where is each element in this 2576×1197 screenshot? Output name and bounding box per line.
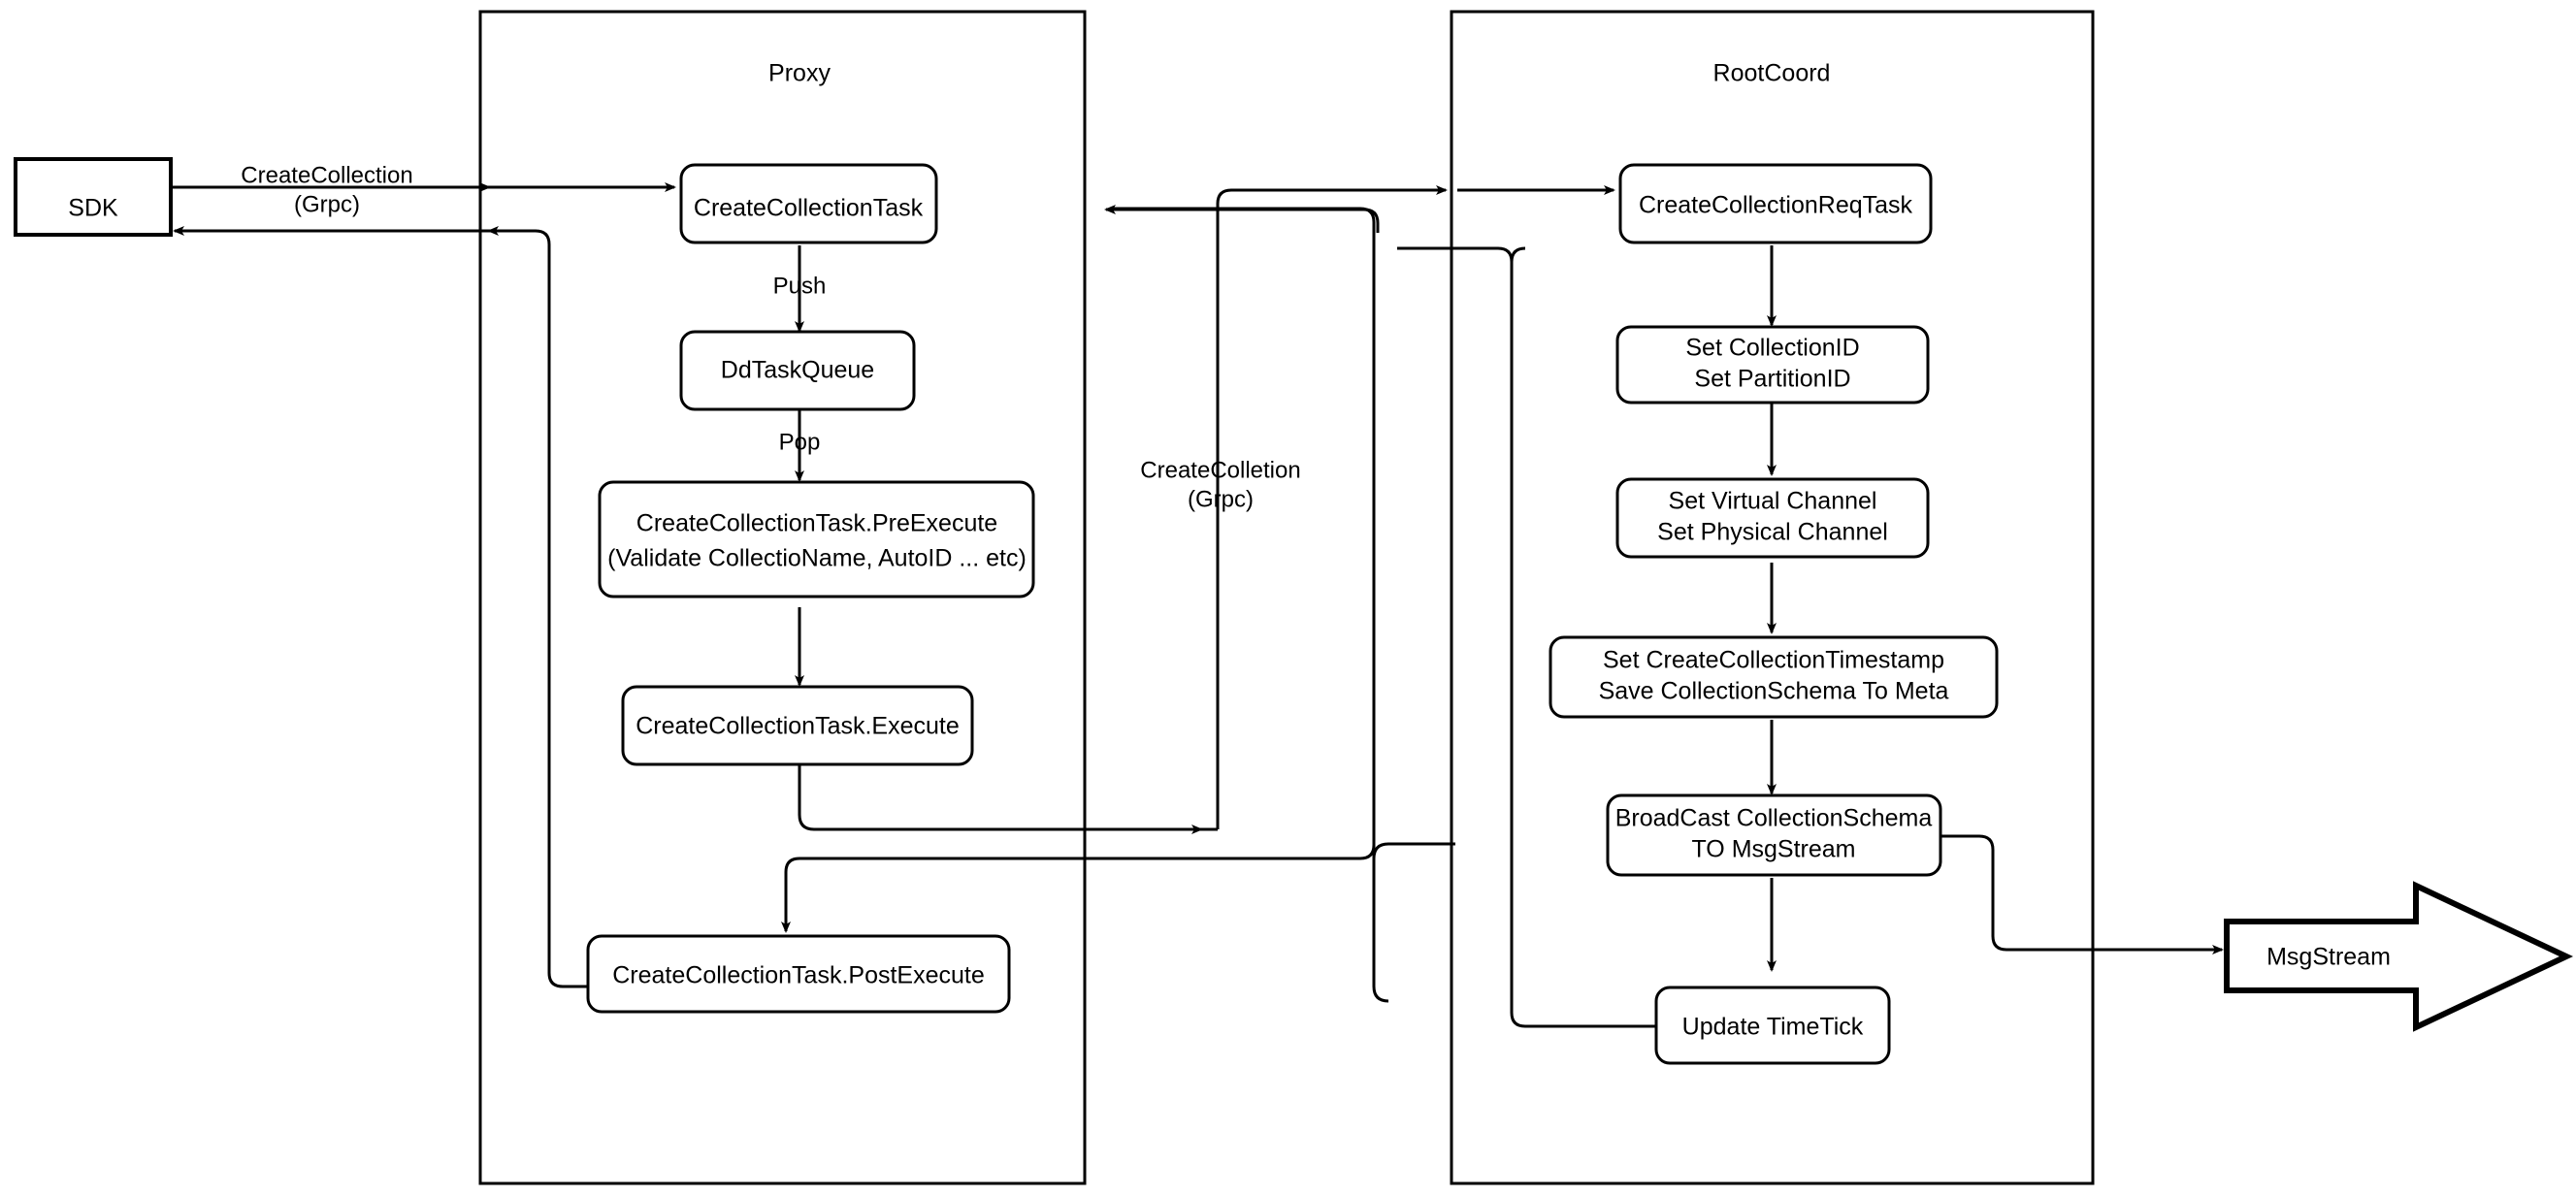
node-pre-execute-label-line2: (Validate CollectioName, AutoID ... etc)	[607, 545, 1027, 572]
edge-return-to-postexecute	[781, 857, 1087, 933]
lane-rootcoord-label: RootCoord	[1713, 60, 1831, 87]
node-pre-execute[interactable]: CreateCollectionTask.PreExecute (Validat…	[598, 480, 1035, 598]
node-update-timetick-box[interactable]	[1654, 986, 1891, 1065]
edge-label-pop: Pop	[779, 429, 821, 455]
node-broadcast-label-line2: TO MsgStream	[1691, 836, 1855, 863]
node-create-collection-task-box[interactable]	[679, 163, 938, 244]
node-set-ids-box[interactable]	[1615, 325, 1930, 404]
lane-proxy-label: Proxy	[768, 60, 831, 87]
node-req-task[interactable]: CreateCollectionReqTask	[1618, 163, 1933, 244]
edge-broadcast-return-path	[1149, 238, 1376, 860]
node-post-execute[interactable]: CreateCollectionTask.PostExecute	[586, 934, 1011, 1014]
node-req-task-label: CreateCollectionReqTask	[1639, 192, 1913, 219]
node-broadcast-label-line1: BroadCast CollectionSchema	[1615, 805, 1933, 832]
edge-label-sdk-grpc-line2: (Grpc)	[294, 191, 360, 217]
node-execute[interactable]: CreateCollectionTask.Execute	[621, 685, 974, 766]
edge-label-rootcoord-grpc-line1: CreateColletion	[1140, 457, 1300, 483]
node-set-channel-label-line2: Set Physical Channel	[1657, 519, 1888, 546]
edge-label-sdk-grpc-line1: CreateCollection	[241, 162, 412, 188]
node-msgstream-shape[interactable]	[2224, 881, 2574, 1032]
node-dd-task-queue[interactable]: DdTaskQueue	[679, 330, 916, 411]
edge-return-up	[1112, 207, 1376, 858]
node-set-channel-box[interactable]	[1615, 477, 1930, 559]
edge-label-push: Push	[773, 273, 827, 299]
node-broadcast-box[interactable]	[1606, 793, 1942, 877]
edge-label-rootcoord-grpc-line2: (Grpc)	[1188, 486, 1254, 512]
node-set-meta-label-line1: Set CreateCollectionTimestamp	[1603, 647, 1944, 674]
node-post-execute-label: CreateCollectionTask.PostExecute	[612, 962, 985, 989]
node-execute-box[interactable]	[621, 685, 974, 766]
node-execute-label: CreateCollectionTask.Execute	[636, 713, 960, 740]
node-set-channel[interactable]: Set Virtual Channel Set Physical Channel	[1615, 477, 1930, 559]
node-set-ids-label-line1: Set CollectionID	[1685, 335, 1859, 362]
node-set-meta-box[interactable]	[1549, 635, 1999, 719]
node-create-collection-task[interactable]: CreateCollectionTask	[679, 163, 938, 244]
edge-postexecute-to-sdk	[173, 226, 588, 988]
node-dd-task-queue-label: DdTaskQueue	[721, 357, 874, 384]
edge-return-arrow-proxy	[1104, 205, 1380, 233]
node-sdk-label: SDK	[68, 195, 118, 222]
node-post-execute-box[interactable]	[586, 934, 1011, 1014]
node-set-ids-label-line2: Set PartitionID	[1694, 366, 1850, 393]
node-update-timetick[interactable]: Update TimeTick	[1654, 986, 1891, 1065]
node-pre-execute-label-line1: CreateCollectionTask.PreExecute	[636, 510, 997, 537]
node-create-collection-task-label: CreateCollectionTask	[694, 195, 924, 222]
node-msgstream-label: MsgStream	[2266, 944, 2391, 971]
node-pre-execute-box[interactable]	[598, 480, 1035, 598]
edge-timetick-loop2	[1397, 246, 1514, 263]
node-msgstream[interactable]: MsgStream	[2224, 881, 2574, 1032]
node-dd-task-queue-box[interactable]	[679, 330, 916, 411]
node-set-meta[interactable]: Set CreateCollectionTimestamp Save Colle…	[1549, 635, 1999, 719]
node-set-channel-label-line1: Set Virtual Channel	[1669, 488, 1877, 515]
edge-to-rootcoord-boundary	[1216, 185, 1448, 829]
node-set-ids[interactable]: Set CollectionID Set PartitionID	[1615, 325, 1930, 404]
node-sdk-box[interactable]	[14, 157, 173, 237]
node-req-task-box[interactable]	[1618, 163, 1933, 244]
edge-broadcast-to-msgstream	[1940, 834, 2224, 954]
node-broadcast[interactable]: BroadCast CollectionSchema TO MsgStream	[1606, 793, 1942, 877]
node-sdk[interactable]: SDK	[14, 157, 173, 237]
edge-timetick-loop	[1510, 246, 1656, 1028]
edge-return-stub	[1372, 842, 1455, 859]
node-set-meta-label-line2: Save CollectionSchema To Meta	[1599, 678, 1949, 705]
node-update-timetick-label: Update TimeTick	[1682, 1014, 1864, 1041]
edge-execute-to-boundary	[798, 752, 1218, 831]
edge-return-to-postexecute-lower	[1372, 858, 1389, 1003]
